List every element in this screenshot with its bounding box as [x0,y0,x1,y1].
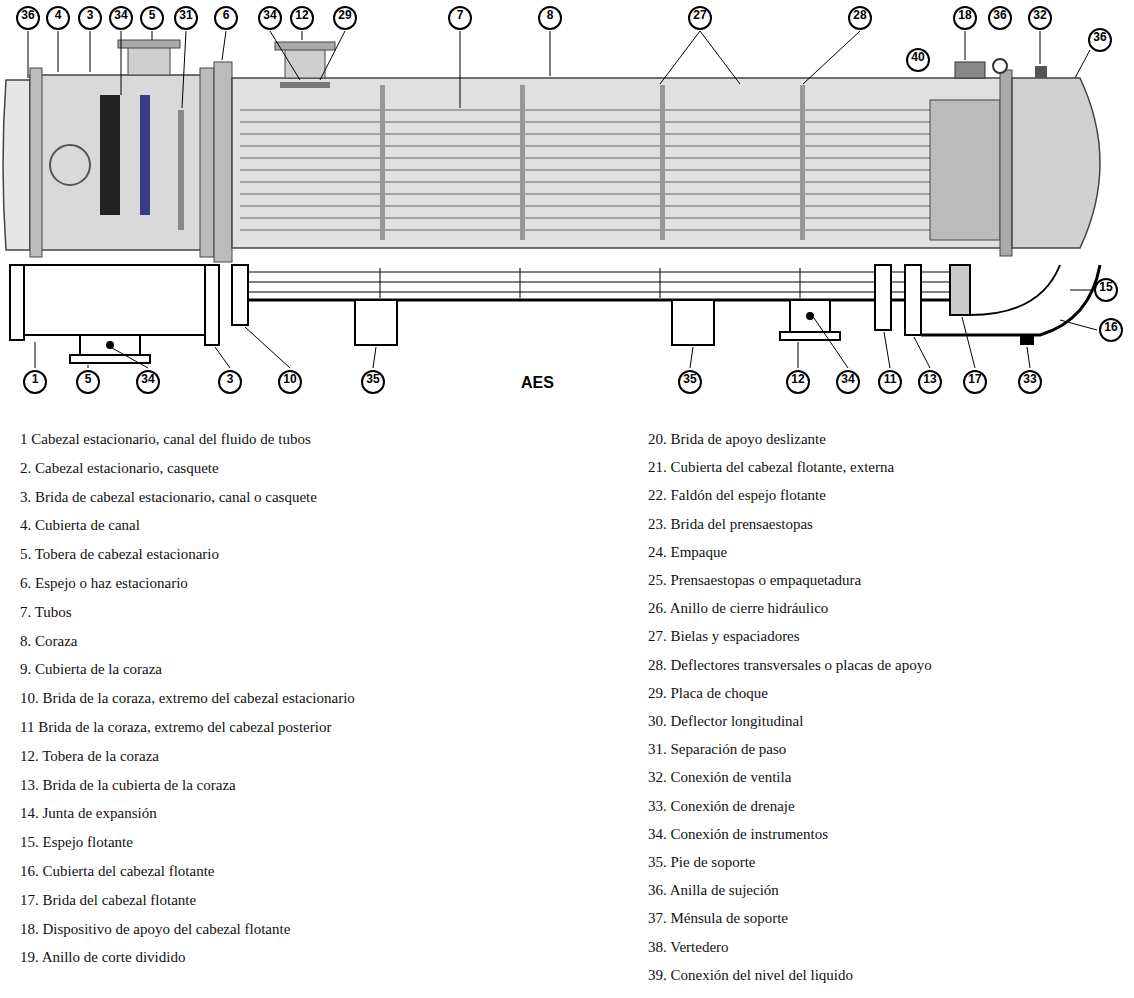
callout-number: 28 [848,6,872,30]
part-list-item: 21. Cubierta del cabezal flotante, exter… [648,458,894,476]
part-list-item: 36. Anilla de sujeción [648,881,779,899]
part-list-item: 15. Espejo flotante [20,833,133,851]
callout-number: 18 [953,6,977,30]
part-list-item: 5. Tobera de cabezal estacionario [20,545,219,563]
callout-number: 12 [290,6,314,30]
part-list-item: 2. Cabezal estacionario, casquete [20,459,219,477]
heat-exchanger-illustration [0,0,1134,420]
callout-number: 17 [963,370,987,394]
part-list-item: 10. Brida de la coraza, extremo del cabe… [20,689,355,707]
part-list-item: 30. Deflector longitudinal [648,712,803,730]
callout-number: 34 [258,6,282,30]
callout-number: 16 [1099,318,1123,342]
callout-number: 15 [1094,278,1118,302]
part-list-item: 4. Cubierta de canal [20,516,140,534]
part-list-item: 32. Conexión de ventila [648,768,791,786]
part-list-item: 11 Brida de la coraza, extremo del cabez… [20,718,331,736]
callout-number: 31 [174,6,198,30]
callout-number: 34 [136,370,160,394]
callout-number: 4 [46,6,70,30]
part-list-item: 35. Pie de soporte [648,853,755,871]
callout-number: 27 [688,6,712,30]
part-list-item: 28. Deflectores transversales o placas d… [648,656,932,674]
part-list-item: 29. Placa de choque [648,684,768,702]
part-list-item: 13. Brida de la cubierta de la coraza [20,776,236,794]
callout-number: 36 [16,6,40,30]
callout-number: 36 [1088,28,1112,52]
callout-number: 13 [918,370,942,394]
callout-number: 6 [214,6,238,30]
part-list-item: 16. Cubierta del cabezal flotante [20,862,215,880]
callout-number: 32 [1028,6,1052,30]
callout-number: 34 [836,370,860,394]
callout-number: 5 [140,6,164,30]
part-list-item: 1 Cabezal estacionario, canal del fluido… [20,430,311,448]
callout-number: 3 [218,370,242,394]
callout-number: 7 [448,6,472,30]
callout-number: 36 [988,6,1012,30]
part-list-item: 39. Conexión del nivel del liquido [648,966,853,984]
part-list-item: 38. Vertedero [648,938,729,956]
callout-number: 35 [678,370,702,394]
callout-number: 3 [78,6,102,30]
part-list-item: 12. Tobera de la coraza [20,747,159,765]
part-list-item: 20. Brida de apoyo deslizante [648,430,826,448]
type-designation: AES [521,374,554,392]
part-list-item: 6. Espejo o haz estacionario [20,574,188,592]
part-list-item: 33. Conexión de drenaje [648,797,795,815]
callout-number: 1 [23,370,47,394]
part-list-item: 17. Brida del cabezal flotante [20,891,196,909]
part-list-item: 24. Empaque [648,543,727,561]
callout-number: 34 [109,6,133,30]
part-list-item: 26. Anillo de cierre hidráulico [648,599,828,617]
callout-number: 11 [878,370,902,394]
callout-number: 8 [538,6,562,30]
part-list-item: 23. Brida del prensaestopas [648,515,813,533]
part-list-item: 31. Separación de paso [648,740,786,758]
part-list-item: 3. Brida de cabezal estacionario, canal … [20,488,317,506]
part-list-item: 27. Bielas y espaciadores [648,627,800,645]
part-list-item: 18. Dispositivo de apoyo del cabezal flo… [20,920,290,938]
callout-number: 35 [361,370,385,394]
callout-number: 33 [1018,370,1042,394]
part-list-item: 8. Coraza [20,632,77,650]
part-list-item: 7. Tubos [20,603,72,621]
part-list-item: 14. Junta de expansión [20,804,157,822]
part-list-item: 34. Conexión de instrumentos [648,825,828,843]
callout-number: 12 [786,370,810,394]
part-list-item: 19. Anillo de corte dividido [20,948,185,966]
part-list-item: 22. Faldón del espejo flotante [648,486,826,504]
callout-number: 29 [333,6,357,30]
callout-number: 10 [278,370,302,394]
part-list-item: 37. Ménsula de soporte [648,909,788,927]
callout-number: 5 [76,370,100,394]
part-list-item: 25. Prensaestopas o empaquetadura [648,571,861,589]
part-list-item: 9. Cubierta de la coraza [20,660,162,678]
callout-number: 40 [906,48,930,72]
